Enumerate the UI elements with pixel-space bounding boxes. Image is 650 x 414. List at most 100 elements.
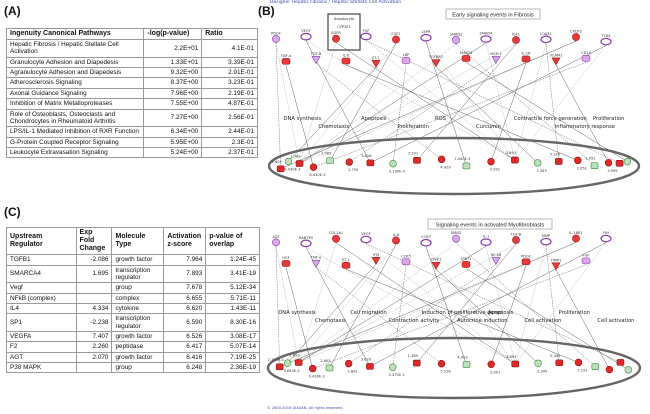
table-cell: 6.526: [163, 330, 207, 343]
molecule-node: [371, 257, 381, 265]
table-cell: [75, 292, 113, 304]
pathway-edge: [435, 269, 539, 364]
table-cell: 6.248: [163, 362, 207, 374]
membrane-node: [462, 361, 471, 368]
panel-a-label: (A): [4, 4, 21, 18]
pathway-edge: [305, 40, 515, 161]
column-header: Ratio: [201, 27, 258, 41]
table-cell: TGFB1: [6, 254, 77, 266]
table-cell: [75, 282, 113, 294]
molecule-label: LEPR: [422, 30, 431, 34]
molecule-node: [300, 32, 312, 41]
table-cell: LPS/IL-1 Mediated Inhibition of RXR Func…: [5, 126, 145, 138]
table-cell: 7.19E-25: [205, 351, 260, 364]
pathway-edge: [275, 42, 300, 164]
molecule-node: [581, 257, 591, 265]
molecule-label: VCAM1: [550, 53, 563, 57]
pathway-edge: [425, 246, 516, 365]
table-cell: 2.19E-01: [201, 87, 258, 100]
table-cell: 8.37E+00: [143, 77, 203, 89]
molecule-node: [512, 36, 520, 44]
process-label: ROS: [435, 116, 446, 122]
table-cell: complex: [111, 292, 165, 304]
column-header: Exp Fold Change: [75, 226, 113, 256]
molecule-label: MCP-1: [490, 52, 501, 56]
membrane-node: [591, 363, 600, 370]
molecule-node: [401, 258, 411, 266]
molecule-label: SMAD2: [450, 32, 463, 36]
column-header: Molecule Type: [111, 226, 165, 256]
membrane-node: [437, 155, 446, 164]
table-cell: G-Protein Coupled Receptor Signaling: [5, 136, 145, 149]
fold-change-value: 2.190E-5: [389, 170, 405, 174]
molecule-label: TNF-a: [310, 256, 321, 260]
molecule-label: TGF-B: [310, 52, 322, 56]
fold-change-value: 3.893: [506, 151, 516, 155]
table-cell: 8.30E-16: [205, 313, 260, 333]
molecule-label: CD14: [581, 51, 592, 55]
molecule-label: CCR5: [401, 254, 411, 258]
table-cell: Vegf: [6, 282, 77, 294]
membrane-node: [574, 358, 583, 367]
molecule-label: MMP: [542, 234, 551, 238]
table-cell: Leukocyte Extravasation Signaling: [5, 146, 145, 159]
table-cell: 1.43E-11: [205, 302, 260, 315]
table-body: Hepatic Fibrosis / Hepatic Stellate Cell…: [5, 39, 258, 159]
fold-change-value: 5.126: [440, 370, 451, 374]
cell-membrane-ellipse: [267, 136, 641, 196]
process-label: Contractile force generation: [514, 116, 587, 122]
pathway-edge: [335, 42, 516, 161]
molecule-label: TGFBR2: [428, 55, 443, 59]
table-cell: 3.23E-01: [201, 77, 258, 89]
hepatocyte-label: Hepatocyte: [334, 17, 356, 21]
process-label: Proliferation: [559, 310, 590, 316]
membrane-node: [344, 359, 353, 368]
fold-change-value: 1.440E-3: [454, 157, 470, 161]
membrane-node: [389, 363, 397, 371]
pathway-edge: [416, 243, 517, 364]
pathway-edge: [335, 242, 516, 365]
molecule-label: SMAD3: [460, 51, 473, 55]
fold-change-value: 2.345: [537, 369, 547, 373]
fold-change-value: 9.430E-3: [284, 167, 300, 171]
membrane-node: [624, 366, 633, 374]
membrane-node: [511, 156, 519, 164]
molecule-node: [420, 238, 432, 247]
pathway-edge: [465, 268, 629, 371]
molecule-label: HGF: [282, 256, 290, 260]
pathway-edge: [425, 41, 467, 166]
fold-change-value: 1.893: [289, 353, 299, 357]
pathway-edge: [416, 43, 517, 161]
copyright-caption: © 2000-2016 QIAGEN. All rights reserved.: [267, 406, 343, 410]
molecule-node: [461, 261, 471, 268]
table-cell: 6.417: [163, 341, 207, 353]
column-header: p-value of overlap: [205, 226, 260, 256]
table-cell: 1.24E-45: [205, 254, 260, 266]
table-cell: 2.56E-01: [201, 108, 258, 128]
table-header-row: Ingenuity Canonical Pathways-log(p-value…: [5, 27, 258, 41]
pathway-edge: [279, 242, 577, 368]
table-cell: Granulocyte Adhesion and Diapedesis: [5, 56, 145, 69]
molecule-node: [521, 55, 531, 63]
pathway-edge: [315, 63, 442, 160]
table-cell: growth factor: [111, 254, 165, 266]
pathway-edge: [285, 267, 313, 369]
molecule-node: [360, 235, 372, 244]
molecule-node: [371, 59, 381, 68]
fold-change-value: 3.620: [361, 357, 372, 361]
molecule-node: [341, 57, 351, 65]
fold-change-value: 3.995: [607, 169, 617, 173]
membrane-node: [309, 163, 318, 171]
table-cell: Atherosclerosis Signaling: [5, 77, 145, 89]
pathway-edge: [392, 64, 407, 164]
molecule-node: [461, 55, 471, 62]
membrane-node: [437, 359, 446, 368]
process-label: DNA synthesis: [284, 116, 322, 122]
molecule-node: [420, 33, 432, 42]
pathway-edge: [365, 243, 516, 365]
fold-change-value: 2.470E-2: [389, 373, 405, 377]
